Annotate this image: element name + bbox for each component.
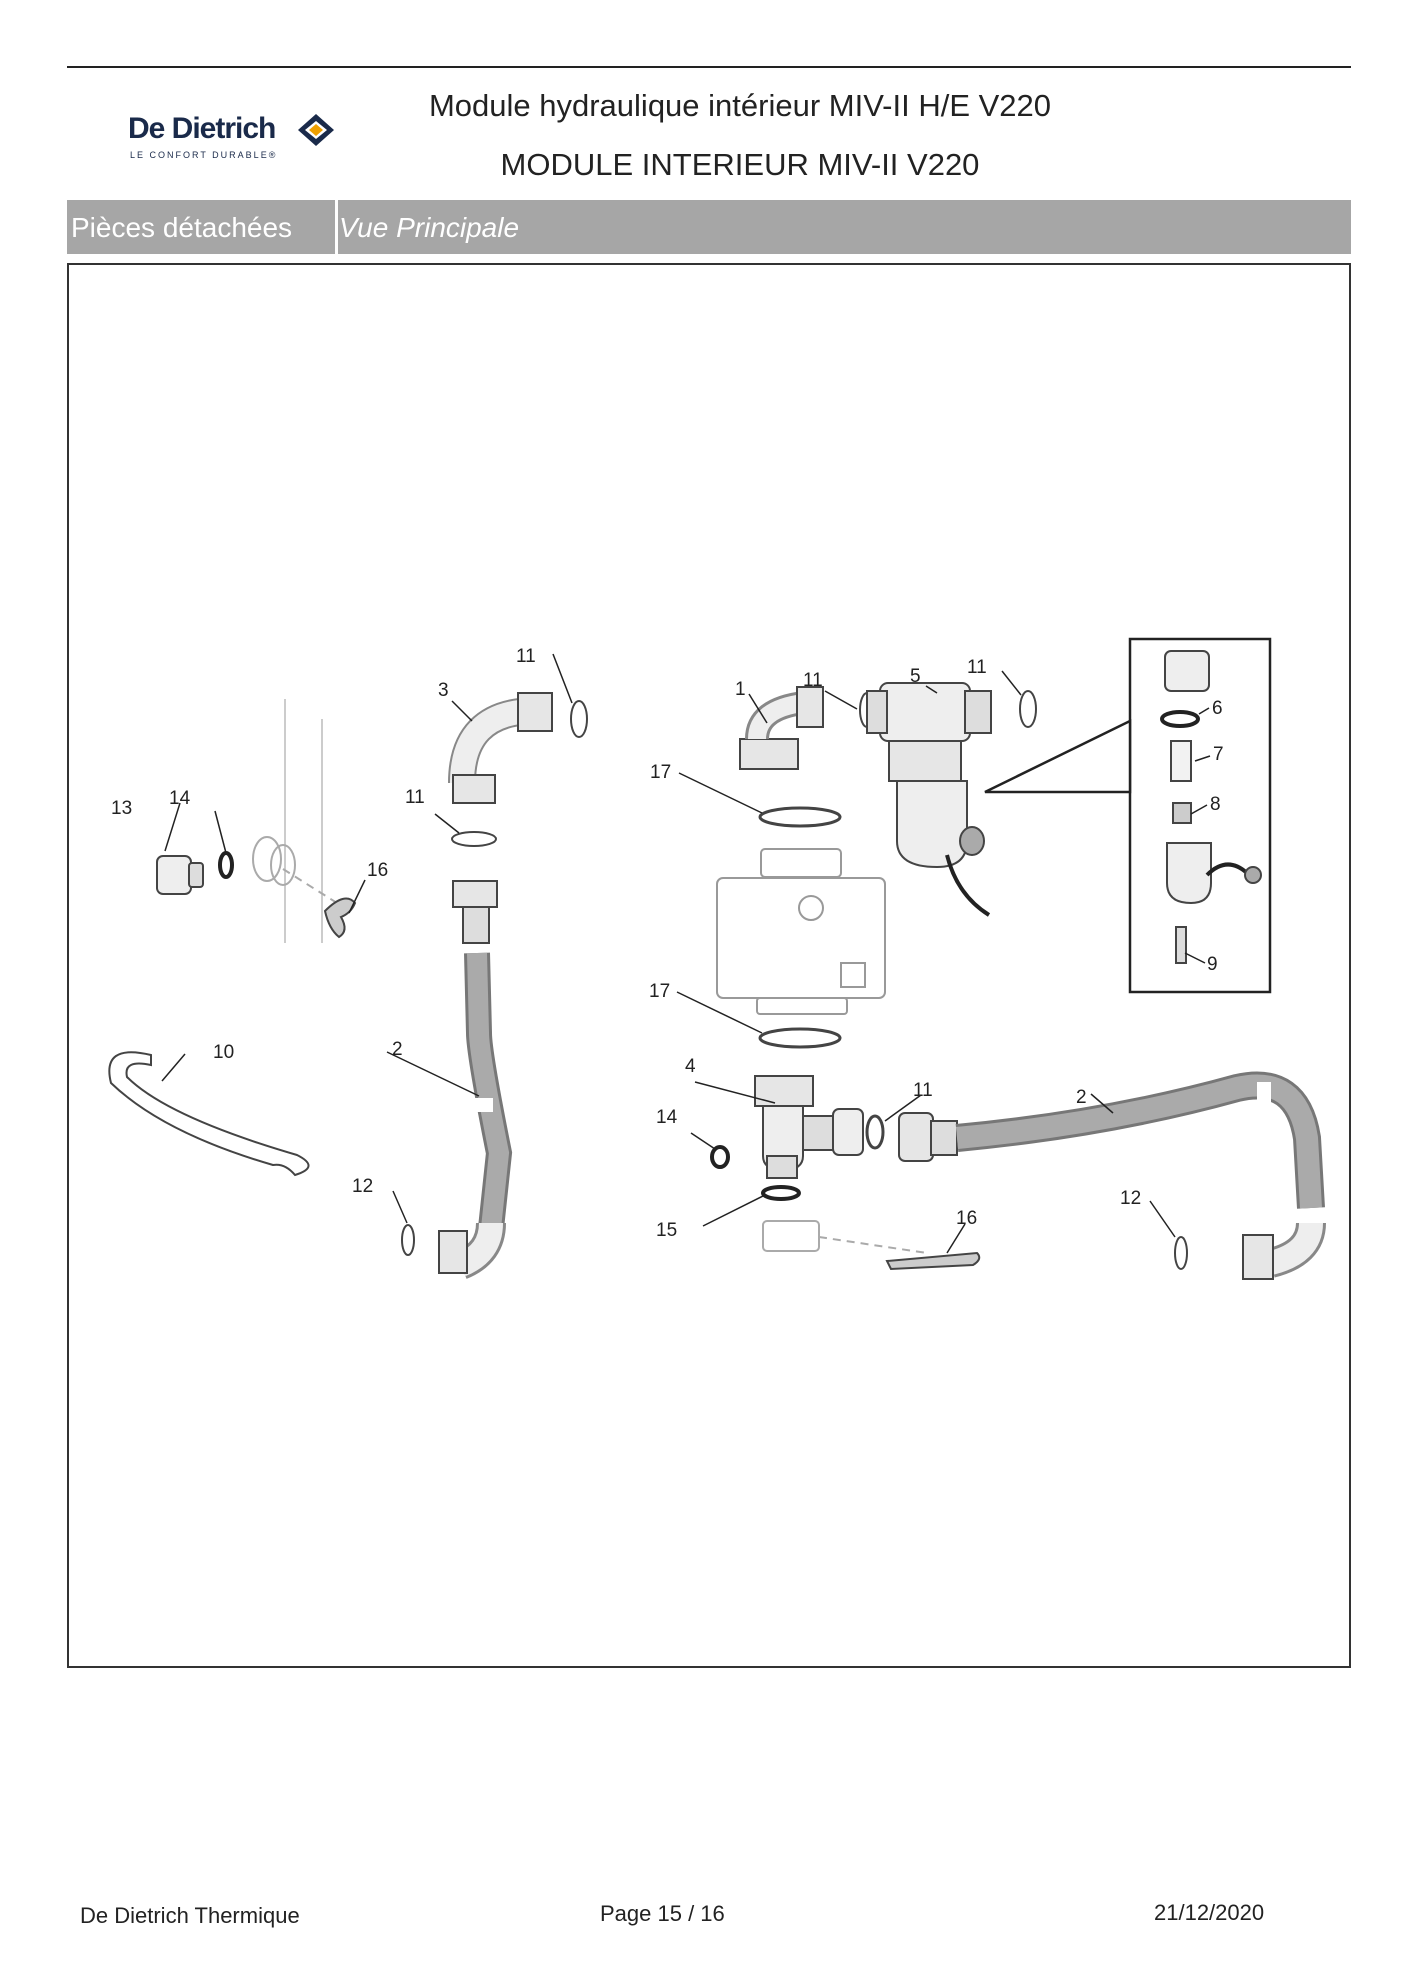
exploded-parts-diagram: 13 14 16 3 11 11 10 2 12 1 11 5 11 17 17… bbox=[108, 637, 1326, 1280]
callout-2: 2 bbox=[392, 1039, 403, 1060]
callout-5: 5 bbox=[910, 666, 921, 687]
footer-date: 21/12/2020 bbox=[1154, 1900, 1265, 1925]
callout-7: 7 bbox=[1213, 744, 1224, 765]
callout-17: 17 bbox=[649, 981, 670, 1002]
callouts: 13 14 16 3 11 11 10 2 12 1 11 5 11 17 17… bbox=[111, 646, 1224, 1241]
page-title: Module hydraulique intérieur MIV-II H/E … bbox=[428, 88, 1052, 123]
part-11-gasket bbox=[451, 831, 497, 847]
callout-11: 11 bbox=[913, 1080, 933, 1101]
section-tab: Pièces détachées bbox=[67, 200, 338, 254]
callout-8: 8 bbox=[1210, 794, 1221, 815]
callout-9: 9 bbox=[1207, 954, 1218, 975]
callout-13: 13 bbox=[111, 798, 132, 819]
part-12-gasket bbox=[401, 1224, 415, 1256]
callout-14: 14 bbox=[169, 788, 191, 809]
callout-10: 10 bbox=[213, 1042, 234, 1063]
part-4-tee bbox=[754, 1075, 864, 1179]
part-5-filter bbox=[866, 682, 992, 917]
callout-4: 4 bbox=[685, 1056, 696, 1077]
page-subtitle: MODULE INTERIEUR MIV-II V220 bbox=[500, 147, 980, 182]
faint-nut bbox=[762, 1220, 928, 1254]
callout-12: 12 bbox=[1120, 1188, 1141, 1209]
section-bar: Pièces détachées Vue Principale bbox=[67, 200, 1351, 254]
part-13-plug bbox=[156, 855, 204, 895]
callout-16: 16 bbox=[956, 1208, 977, 1229]
faint-connector bbox=[252, 836, 338, 904]
callout-3: 3 bbox=[438, 680, 449, 701]
part-17-gasket bbox=[758, 1027, 842, 1049]
view-label: Vue Principale bbox=[339, 212, 520, 243]
part-16-clip bbox=[885, 1251, 981, 1271]
part-2-hose-left bbox=[438, 880, 513, 1279]
callout-12: 12 bbox=[352, 1176, 373, 1197]
inset-parts bbox=[1160, 650, 1262, 964]
brand-name: De Dietrich bbox=[128, 112, 276, 145]
footer-page: Page 15 / 16 bbox=[600, 1901, 725, 1926]
callout-15: 15 bbox=[656, 1220, 677, 1241]
callout-14: 14 bbox=[656, 1107, 678, 1128]
diagram-frame bbox=[67, 263, 1351, 1668]
brand-logo: De Dietrich LE CONFORT DURABLE® bbox=[128, 108, 348, 168]
part-14-oring bbox=[710, 1145, 730, 1169]
part-16-clip bbox=[323, 897, 357, 939]
callout-1: 1 bbox=[735, 679, 746, 700]
part-1-elbow bbox=[739, 686, 824, 770]
part-11-gasket bbox=[865, 1114, 885, 1150]
part-14-oring bbox=[218, 851, 234, 879]
footer-company: De Dietrich Thermique bbox=[80, 1903, 300, 1928]
part-2-hose-right bbox=[898, 1071, 1326, 1280]
header-rule bbox=[67, 66, 1351, 68]
detail-inset-box bbox=[1128, 637, 1272, 994]
part-15-oring bbox=[761, 1185, 801, 1201]
detail-pointer bbox=[984, 718, 1132, 794]
part-12-gasket bbox=[1174, 1236, 1188, 1270]
part-17-gasket bbox=[758, 806, 842, 828]
section-label: Pièces détachées bbox=[71, 212, 293, 243]
callout-6: 6 bbox=[1212, 698, 1223, 719]
callout-11: 11 bbox=[803, 670, 823, 691]
part-10-wrench bbox=[108, 1051, 310, 1177]
leader-lines bbox=[161, 653, 1211, 1254]
part-11-gasket bbox=[1019, 690, 1037, 728]
callout-17: 17 bbox=[650, 762, 671, 783]
brand-tagline: LE CONFORT DURABLE® bbox=[130, 150, 278, 160]
brand-diamond-icon bbox=[298, 114, 334, 146]
part-11-gasket bbox=[570, 700, 588, 738]
callout-11: 11 bbox=[967, 657, 987, 678]
callout-11: 11 bbox=[516, 646, 536, 667]
part-3-elbow bbox=[448, 692, 553, 804]
callout-2: 2 bbox=[1076, 1087, 1087, 1108]
circulator-pump bbox=[716, 848, 886, 1015]
callout-16: 16 bbox=[367, 860, 388, 881]
callout-11: 11 bbox=[405, 787, 425, 808]
